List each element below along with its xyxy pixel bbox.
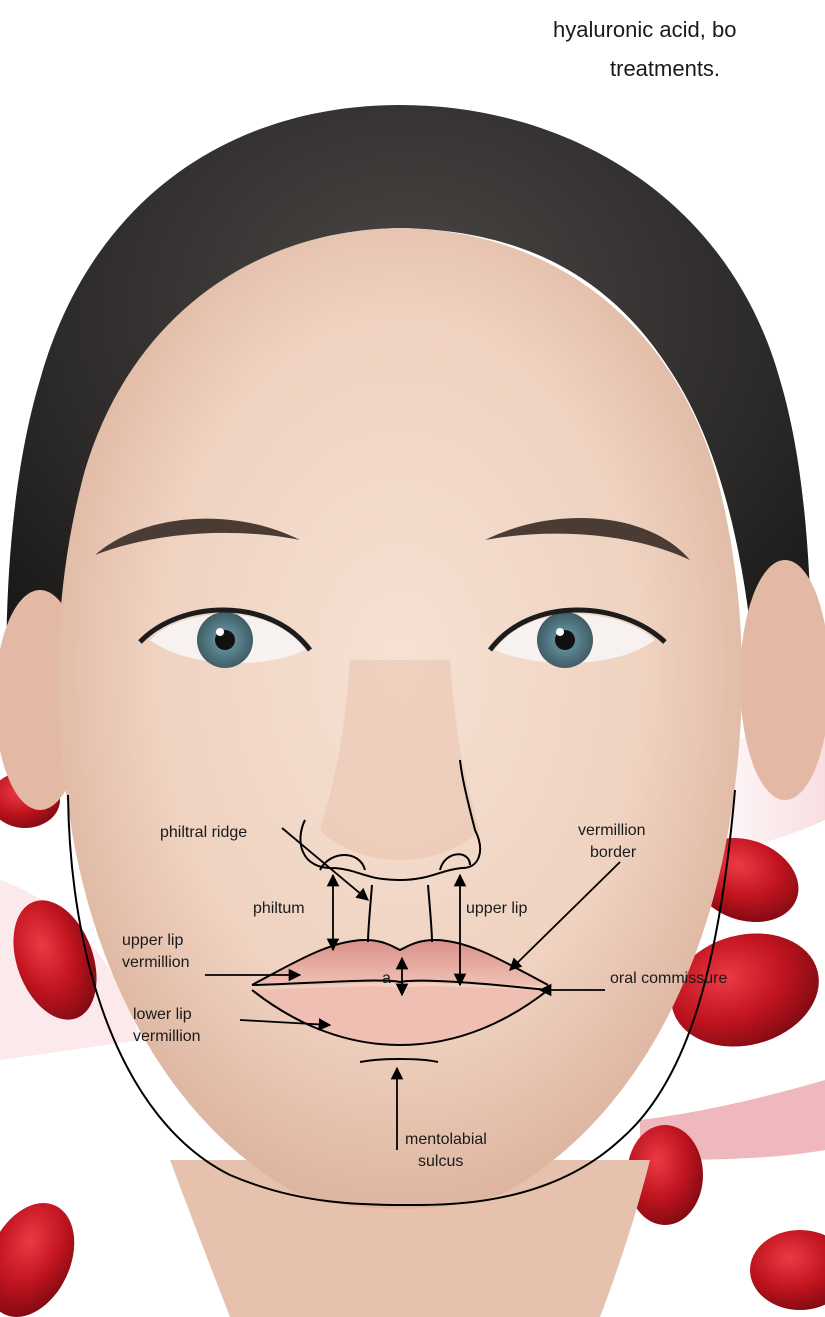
label-a: a (382, 970, 391, 987)
label-upper-lip-vermillion-2: vermillion (122, 954, 190, 971)
header-line-2: treatments. (525, 49, 825, 88)
header-line-1: hyaluronic acid, bo (525, 10, 825, 49)
blood-cell (750, 1230, 825, 1310)
header-caption: hyaluronic acid, bo treatments. (525, 10, 825, 88)
label-oral-commissure: oral commissure (610, 970, 727, 987)
label-vermillion-border-2: border (590, 844, 637, 861)
label-lower-lip-vermillion-1: lower lip (133, 1006, 192, 1023)
label-philtral-ridge: philtral ridge (160, 824, 247, 841)
label-lower-lip-vermillion-2: vermillion (133, 1028, 201, 1045)
label-philtum: philtum (253, 900, 305, 917)
blood-cell (0, 1189, 92, 1317)
label-mentolabial-sulcus-1: mentolabial (405, 1131, 487, 1148)
label-upper-lip: upper lip (466, 900, 527, 917)
label-vermillion-border-1: vermillion (578, 822, 646, 839)
label-mentolabial-sulcus-2: sulcus (418, 1153, 463, 1170)
label-upper-lip-vermillion-1: upper lip (122, 932, 183, 949)
